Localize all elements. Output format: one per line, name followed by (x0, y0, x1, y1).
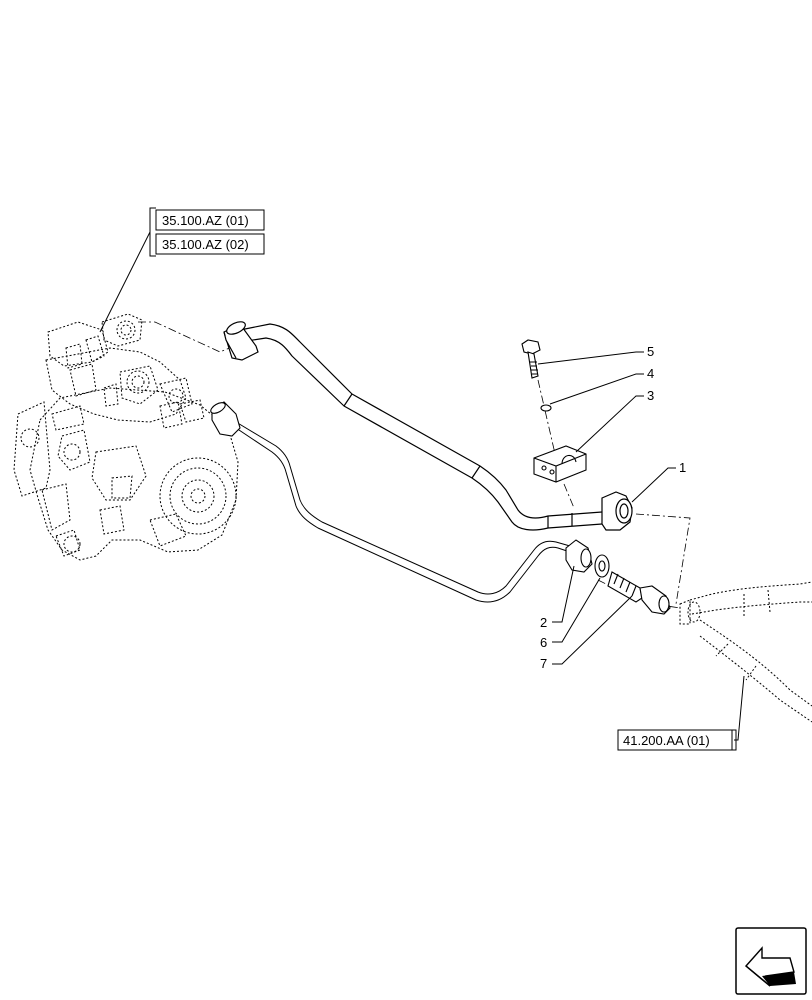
callout-1: 1 (679, 460, 686, 475)
callout-3: 3 (647, 388, 654, 403)
tube-nut-item-1 (601, 491, 633, 531)
callout-leaders (537, 351, 745, 741)
previous-page-arrow-icon[interactable] (735, 927, 807, 995)
pump-reference-bracket (149, 207, 156, 257)
hose-reference-bracket (732, 729, 737, 751)
callout-6: 6 (540, 635, 547, 650)
pump-reference-text-01: 35.100.AZ (01) (162, 213, 249, 228)
lock-washer-item-4 (540, 404, 552, 412)
callout-7: 7 (540, 656, 547, 671)
pump-reference-link-01[interactable]: 35.100.AZ (01) (155, 209, 265, 231)
callout-numbers: 1 2 3 4 5 6 7 (540, 344, 686, 671)
pump-reference-leader (99, 231, 151, 333)
callout-2: 2 (540, 615, 547, 630)
tube-clamp-item-3 (533, 445, 587, 483)
lower-hydraulic-tube (235, 421, 571, 603)
hose-reference-text: 41.200.AA (01) (623, 733, 710, 748)
upper-hydraulic-tube (239, 323, 603, 531)
lower-tube-fitting-nut (210, 401, 241, 437)
hydraulic-hose-assembly (679, 581, 812, 723)
tube-nut-item-2 (565, 539, 593, 573)
pump-reference-text-02: 35.100.AZ (02) (162, 237, 249, 252)
adapter-fitting-item-7 (607, 571, 671, 615)
washer-item-6 (594, 554, 610, 578)
callout-4: 4 (647, 366, 654, 381)
upper-tube-fitting-nut (223, 321, 259, 361)
pump-reference-link-02[interactable]: 35.100.AZ (02) (155, 233, 265, 255)
hydraulic-pump-assembly (13, 313, 239, 561)
bolt-item-5 (521, 339, 541, 379)
hose-reference-link[interactable]: 41.200.AA (01) (617, 729, 733, 751)
callout-5: 5 (647, 344, 654, 359)
